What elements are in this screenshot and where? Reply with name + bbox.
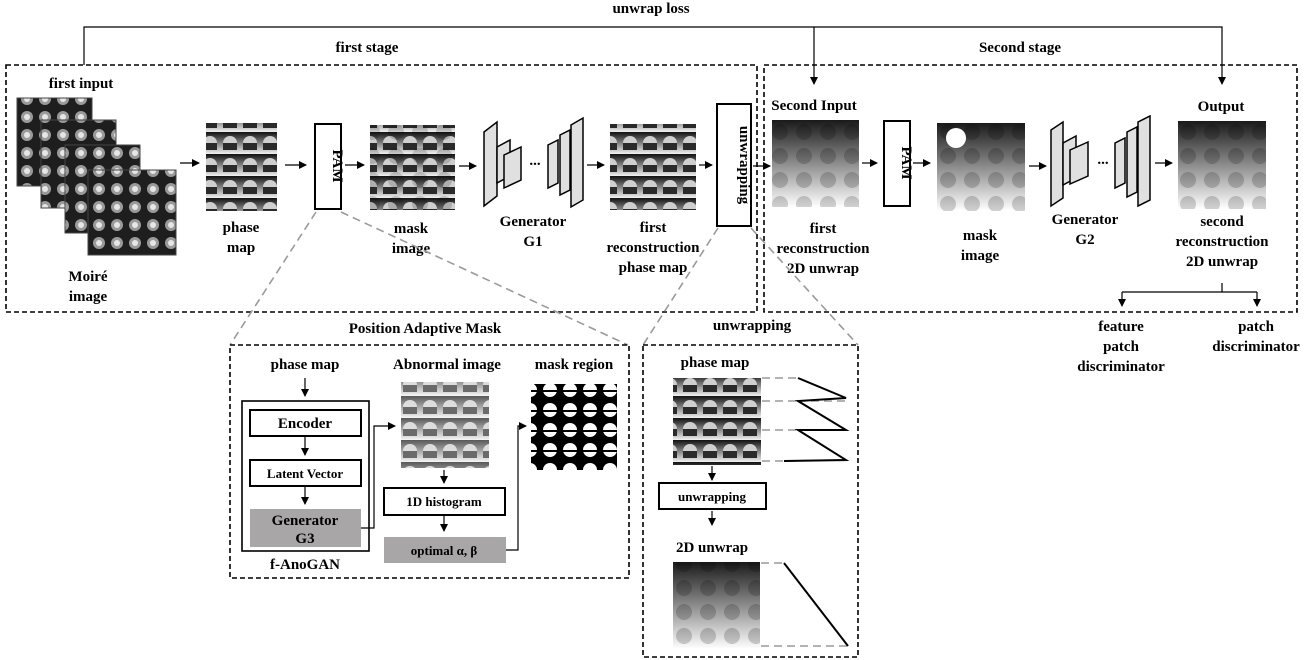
- zoom-line-unwrap-left: [642, 227, 719, 346]
- feature-disc-label-2: patch: [1103, 339, 1139, 355]
- unwrapping-op-label: unwrapping: [678, 489, 746, 504]
- generator-g2-icon: [1050, 114, 1151, 208]
- first-stage-frame: [5, 64, 758, 313]
- optimal-box: [384, 537, 506, 563]
- ellipsis-g2: ...: [1097, 152, 1109, 168]
- abnormal-image: [401, 382, 489, 468]
- zoom-line-unwrap-right: [750, 227, 859, 346]
- stage2-input-label-3: 2D unwrap: [787, 261, 859, 277]
- unwrapping-op-box: [658, 482, 767, 510]
- mask-region-label: mask region: [535, 357, 614, 373]
- moire-label-1: Moiré: [68, 269, 107, 285]
- zoom-line-pam-right: [340, 211, 629, 346]
- pam-phase-map-label: phase map: [271, 357, 340, 373]
- output-label-3: 2D unwrap: [1186, 254, 1258, 270]
- latent-vector-box: [249, 459, 362, 487]
- output-label-1: second: [1200, 214, 1244, 230]
- phase-map-image: [206, 123, 277, 211]
- second-input-label: Second Input: [771, 98, 856, 114]
- output-label-2: reconstruction: [1175, 234, 1269, 250]
- patch-disc-label-2: discriminator: [1212, 339, 1300, 355]
- mask-image-label-2: image: [392, 241, 431, 257]
- arrow-optimal-to-mask: [506, 422, 527, 551]
- first-recon-phase-image: [610, 124, 696, 210]
- generator-g3-box: [250, 509, 361, 547]
- unwrap-linear-ramp: [783, 562, 849, 647]
- feature-disc-label-3: discriminator: [1077, 359, 1165, 375]
- arrow-g3-to-abnormal: [361, 422, 396, 529]
- optimal-label: optimal α, β: [411, 543, 478, 558]
- first-recon-label-3: phase map: [619, 260, 688, 276]
- generator-g3-label-1: Generator: [272, 513, 339, 529]
- first-recon-label-1: first: [640, 220, 667, 236]
- first-recon-label-2: reconstruction: [606, 240, 700, 256]
- unwrap-phase-map-label: phase map: [681, 355, 750, 371]
- phase-wrap-guides: [762, 377, 846, 462]
- pam-label-1: PAM: [329, 149, 345, 182]
- fanogan-label: f-AnoGAN: [270, 557, 340, 573]
- moire-image-stack: [16, 97, 177, 256]
- mask-region-image: [531, 384, 617, 470]
- unwrap-phase-map-image: [673, 378, 761, 465]
- generator-g3-label-2: G3: [295, 531, 314, 547]
- latent-vector-label: Latent Vector: [267, 466, 343, 481]
- phase-map-label-2: map: [227, 240, 255, 256]
- pam-detail-frame: [229, 344, 630, 579]
- generator-g1-icon: [483, 116, 584, 209]
- abnormal-image-label: Abnormal image: [393, 357, 501, 373]
- second-stage-frame: [763, 64, 1298, 313]
- unwrapping-box-label: unwrapping: [736, 126, 752, 205]
- mask-image2-label-1: mask: [963, 228, 998, 244]
- pam-box-2: [883, 120, 911, 207]
- unwrap-detail-frame: [642, 344, 859, 658]
- pam-label-2: PAM: [898, 146, 914, 179]
- generator-g2-label-2: G2: [1075, 232, 1094, 248]
- unwrapping-box: [716, 103, 752, 227]
- pam-box-1: [314, 123, 342, 210]
- discriminator-branch-line: [1122, 283, 1257, 293]
- first-stage-title: first stage: [336, 40, 399, 56]
- stage2-input-label-2: reconstruction: [776, 241, 870, 257]
- encoder-label: Encoder: [278, 416, 333, 432]
- unwrap-detail-title: unwrapping: [713, 318, 792, 334]
- phase-map-label-1: phase: [223, 220, 260, 236]
- fanogan-frame: [241, 400, 370, 552]
- second-stage-title: Second stage: [979, 40, 1061, 56]
- unwrap-loss-line: [83, 26, 1226, 85]
- moire-label-2: image: [69, 289, 108, 305]
- first-input-label: first input: [49, 76, 114, 92]
- histogram-label: 1D histogram: [406, 494, 482, 509]
- mask-image2-label-2: image: [961, 248, 1000, 264]
- generator-g1-label-2: G1: [523, 234, 542, 250]
- output-label: Output: [1198, 99, 1245, 115]
- unwrap-guides: [761, 562, 848, 647]
- zoom-line-pam-left: [229, 211, 317, 346]
- mask-image-label-1: mask: [394, 221, 429, 237]
- unwrap-loss-label: unwrap loss: [612, 1, 689, 17]
- unwrap-2d-label: 2D unwrap: [676, 540, 748, 556]
- stage2-input-label-1: first: [810, 221, 837, 237]
- phase-wrap-sawtooth: [783, 377, 850, 462]
- generator-g1-label-1: Generator: [500, 214, 567, 230]
- histogram-box: [383, 487, 506, 516]
- feature-disc-label-1: feature: [1098, 319, 1144, 335]
- ellipsis-g1: ...: [529, 153, 541, 169]
- patch-disc-label-1: patch: [1238, 319, 1274, 335]
- generator-g2-label-1: Generator: [1052, 212, 1119, 228]
- encoder-box: [249, 409, 362, 437]
- pam-detail-title: Position Adaptive Mask: [349, 321, 502, 337]
